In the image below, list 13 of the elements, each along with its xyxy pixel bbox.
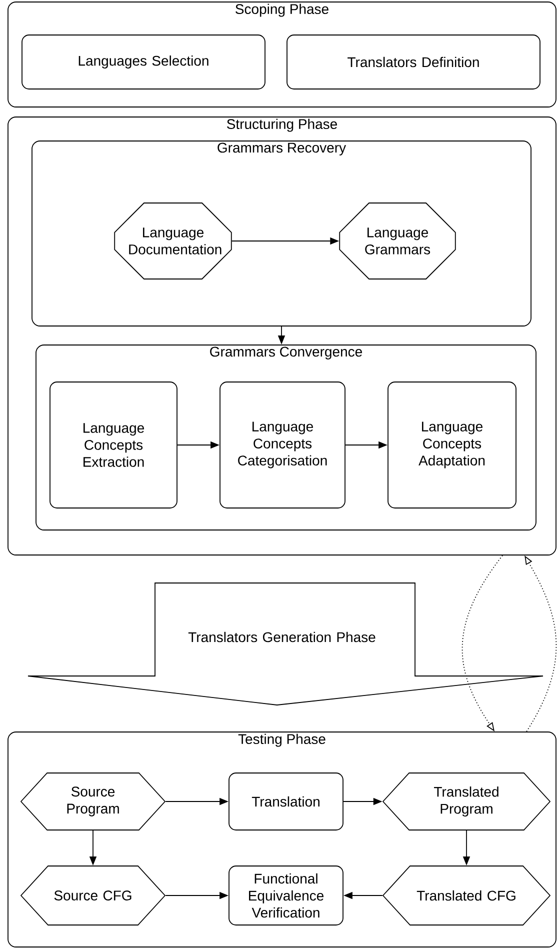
process-box: Translators Definition — [286, 34, 540, 90]
process-box: Functional Equivalence Verification — [228, 866, 344, 926]
process-box: Language Concepts Adaptation — [388, 382, 516, 508]
process-box: Languages Selection — [22, 34, 266, 90]
process-box: Translation — [228, 772, 344, 830]
octagon-box: Language Grammars — [339, 202, 456, 280]
octagon-box: Language Documentation — [114, 202, 232, 280]
hexagon-box: Source Program — [20, 772, 166, 830]
hexagon-box: Source CFG — [20, 866, 166, 926]
hexagon-box: Translated CFG — [382, 866, 551, 926]
hexagon-box: Translated Program — [382, 772, 551, 830]
process-box: Language Concepts Categorisation — [220, 382, 346, 508]
process-box: Language Concepts Extraction — [50, 382, 178, 508]
